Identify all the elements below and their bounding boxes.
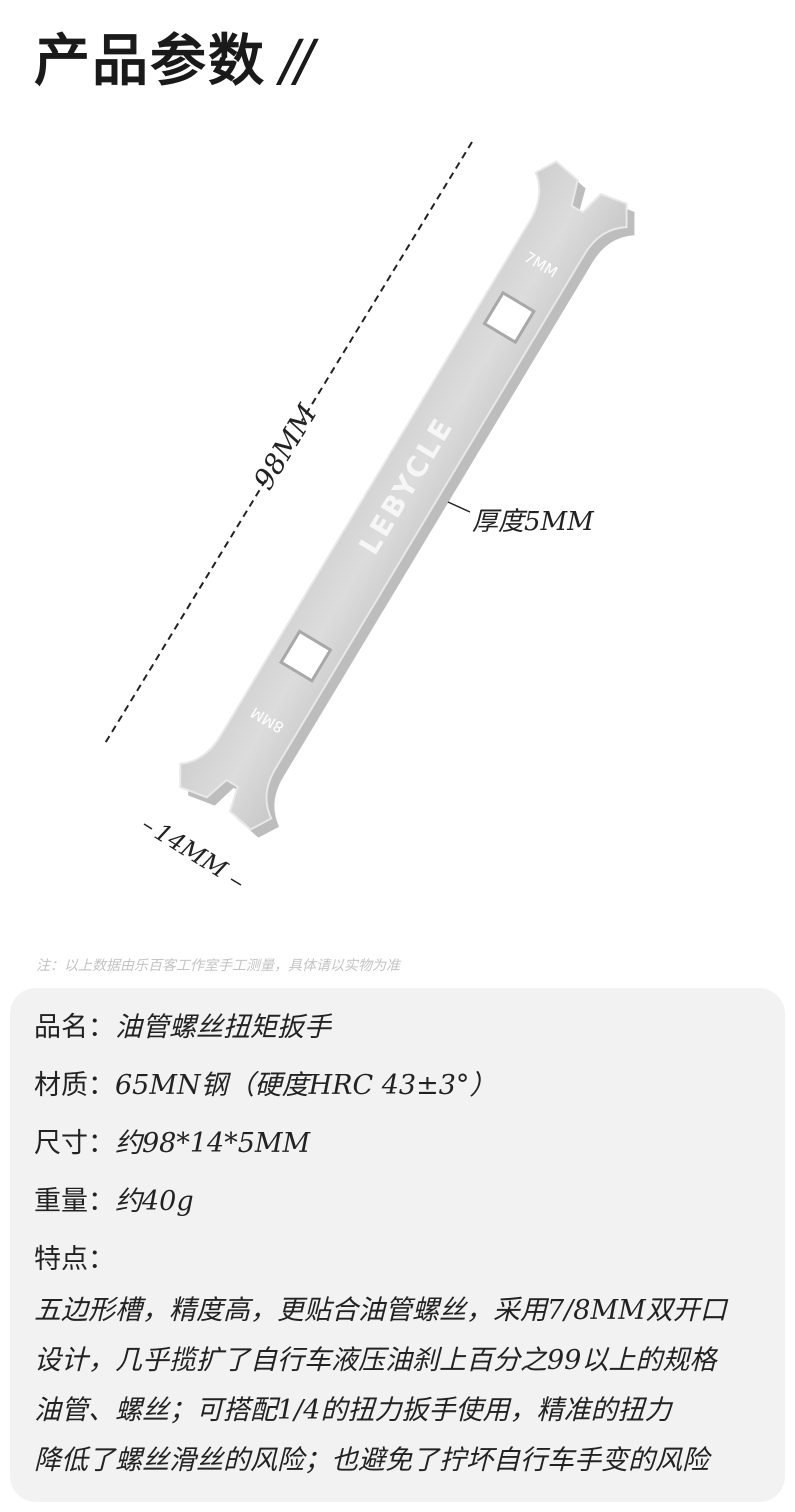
spec-name: 品名：油管螺丝扭矩扳手 [34, 1008, 331, 1048]
thickness-label: 厚度5MM [472, 507, 595, 537]
spec-weight: 重量：约40g [34, 1182, 194, 1222]
measurement-note: 注：以上数据由乐百客工作室手工测量，具体请以实物为准 [36, 958, 400, 974]
spec-weight-value: 约40g [115, 1186, 194, 1217]
wrench-figure: 98MM 7MM 8MM LEBYCLE 厚度5MM 14MM [103, 141, 635, 886]
title-decor: // [280, 29, 314, 94]
spec-material-value: 65MN钢（硬度HRC 43±3°） [115, 1070, 497, 1101]
feature-line: 设计，几乎揽扩了自行车液压油刹上百分之99以上的规格 [34, 1345, 717, 1376]
feature-line: 降低了螺丝滑丝的风险；也避免了拧坏自行车手变的风险 [34, 1445, 709, 1476]
spec-features-label: 特点： [34, 1240, 115, 1280]
spec-panel [10, 988, 785, 1502]
thickness-leader-line [447, 501, 471, 513]
features-label-text: 特点： [34, 1244, 115, 1275]
feature-line: 油管、螺丝；可搭配1/4的扭力扳手使用，精准的扭力 [34, 1395, 672, 1426]
length-label-bg [225, 393, 348, 502]
title-text: 产品参数 [34, 29, 266, 94]
page-title: 产品参数// [34, 22, 314, 102]
spec-size-value: 约98*14*5MM [115, 1128, 311, 1159]
spec-material-label: 材质： [34, 1070, 115, 1101]
square-hole-top [482, 290, 536, 345]
wrench: 7MM 8MM LEBYCLE [179, 160, 635, 838]
spec-size-label: 尺寸： [34, 1128, 115, 1159]
square-hole-bottom [278, 629, 333, 683]
spec-weight-label: 重量： [34, 1186, 115, 1217]
width-tick-left [143, 823, 153, 830]
width-tick-right [230, 878, 242, 886]
spec-material: 材质：65MN钢（硬度HRC 43±3°） [34, 1066, 496, 1106]
width-label: 14MM [150, 818, 234, 885]
feature-line: 五边形槽，精度高，更贴合油管螺丝，采用7/8MM双开口 [34, 1295, 727, 1326]
spec-name-label: 品名： [34, 1012, 115, 1043]
spec-name-value: 油管螺丝扭矩扳手 [115, 1012, 331, 1043]
spec-size: 尺寸：约98*14*5MM [34, 1124, 310, 1164]
